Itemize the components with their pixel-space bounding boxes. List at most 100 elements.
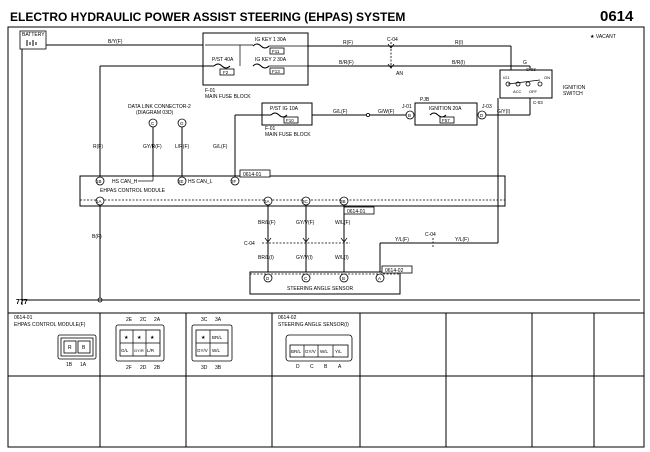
wire-bf-label: B(F) [92, 234, 102, 240]
ehpas-connector-2 [115, 324, 165, 362]
pjb-pin-b [405, 110, 415, 120]
conn2-top-pin-2e: 2E [126, 317, 133, 323]
ignition-switch-label1: IGNITION [563, 85, 586, 91]
sensor-pin-c [301, 273, 311, 283]
wire-gyi-label: G/Y(I) [497, 109, 511, 115]
ehpas-can-l: HS CAN_L [188, 179, 213, 185]
fuse-block-top-caption1: F-01 [205, 88, 216, 94]
sensor-ref-box [381, 265, 413, 274]
wire-ri-label: R(I) [455, 40, 464, 46]
ehpas-pin-2f [230, 176, 240, 186]
fuse-pst-label: P/ST 40A [212, 57, 234, 63]
page-title: ELECTRO HYDRAULIC POWER ASSIST STEERING … [10, 10, 405, 24]
svg-text:★: ★ [150, 335, 155, 341]
vacant-note: ★ VACANT [590, 34, 616, 40]
panel1-title: EHPAS CONTROL MODULE(F) [14, 322, 86, 328]
svg-text:Y/L: Y/L [335, 349, 342, 354]
wire-rf-label: R(F) [343, 40, 353, 46]
svg-text:B: B [342, 276, 345, 281]
panel1-ref: 0614-01 [14, 315, 33, 321]
svg-text:★: ★ [124, 335, 129, 341]
svg-text:D: D [266, 276, 270, 281]
ehpas-pin-1b [95, 176, 105, 186]
wire-brlf-label: BR/L(F) [258, 220, 276, 226]
fuse-pst-icon [213, 63, 231, 69]
wire-brf-label: B/R(F) [339, 60, 354, 66]
conn3-top-pin-3a: 3A [215, 317, 222, 323]
svg-text:W/L: W/L [212, 348, 220, 353]
ignition-pin-g: G [523, 60, 527, 66]
fuse-ig2-code-box [269, 67, 285, 75]
battery-icon [26, 40, 37, 46]
fuse-ig2-code: F13 [272, 69, 280, 74]
svg-text:GY/R: GY/R [134, 348, 144, 353]
pjb-fuse-code-box [439, 116, 455, 124]
fuse-block-mid-caption1: F-01 [265, 126, 276, 132]
connector-c03b-label: C-03 [533, 100, 543, 105]
svg-text:BR/L: BR/L [291, 349, 302, 354]
wire-glf-label: G/L(F) [333, 109, 348, 115]
conn2-bottom-pin-2b: 2B [154, 365, 161, 371]
pjb-fuse-label: IGNITION 20A [429, 106, 462, 112]
ignition-pin-ig1: IG1 [503, 75, 510, 80]
ehpas-can-h: HS CAN_H [112, 179, 138, 185]
data-link-label1: DATA LINK CONNECTOR-2 [128, 104, 191, 110]
fuse-ig1-label: IG KEY 1 30A [255, 37, 287, 43]
sensor-connector [285, 334, 353, 362]
conn1-pin-1a: 1A [80, 362, 87, 368]
connector-c03a-label: C-03 [526, 67, 536, 72]
svg-text:D: D [296, 364, 300, 370]
ignition-switch-label2: SWITCH [563, 91, 583, 97]
ehpas-ref: 0614-01 [243, 172, 262, 178]
pjb-label: PJB [420, 97, 430, 103]
battery-label: BATTERY [22, 32, 45, 38]
svg-text:L/R: L/R [147, 348, 155, 353]
wire-gwf-label: G/W(F) [378, 109, 395, 115]
page-number: 0614 [600, 8, 634, 25]
svg-text:3C: 3C [302, 199, 309, 204]
sensor-label: STEERING ANGLE SENSOR [287, 286, 354, 292]
ignition-pin-acc: ACC [513, 89, 522, 94]
connector-an-label: AN [396, 71, 403, 77]
ehpas-module-label: EHPAS CONTROL MODULE [100, 188, 166, 194]
svg-text:3A: 3A [264, 199, 270, 204]
svg-text:2E: 2E [178, 179, 184, 184]
pjb-fuse-code: F57 [442, 118, 450, 123]
svg-text:C: C [310, 364, 314, 370]
sensor-pin-a [375, 273, 385, 283]
wire-bri-label: B/R(I) [452, 60, 465, 66]
svg-text:B: B [408, 113, 411, 118]
fuse-ig2-icon [252, 63, 270, 69]
conn2-top-pin-2a: 2A [154, 317, 161, 323]
conn2-bottom-pin-2d: 2D [140, 365, 147, 371]
diagram-border [7, 26, 645, 448]
wire-gyvi-label: GY/V(I) [296, 255, 313, 261]
wire-byf-label: B/Y(F) [108, 39, 123, 45]
svg-text:A: A [338, 364, 342, 370]
steering-angle-sensor [249, 271, 401, 295]
conn3-bottom-pin-3d: 3D [201, 365, 208, 371]
svg-text:C: C [151, 121, 155, 126]
fuse-ig1-code: F11 [272, 49, 280, 54]
panel2-title: STEERING ANGLE SENSOR(I) [278, 322, 349, 328]
ground-symbol: 777 [16, 299, 28, 306]
conn1-cell-r: R [68, 345, 72, 351]
fuse-block-top-caption2: MAIN FUSE BLOCK [205, 94, 251, 100]
connector-j03-label: J-03 [482, 104, 492, 110]
ehpas-ref-box [239, 169, 271, 178]
svg-text:★: ★ [137, 335, 142, 341]
svg-text:GY/V: GY/V [305, 349, 316, 354]
connector-c04-right-label: C-04 [425, 232, 436, 238]
ehpas-pin-2e [177, 176, 187, 186]
svg-text:W/L: W/L [320, 349, 328, 354]
fuse-ig2-label: IG KEY 2 30A [255, 57, 287, 63]
svg-text:A: A [378, 276, 381, 281]
data-link-label2: (DIAGRAM 03D) [136, 110, 174, 116]
wire-ylf2-label: Y/L(F) [395, 237, 409, 243]
connector-c04-mid-label: C-04 [244, 241, 255, 247]
fuse-pstig-label: P/ST IG 10A [270, 106, 299, 112]
ignition-pin-on: ON [544, 75, 550, 80]
svg-text:G: G [180, 121, 184, 126]
ignition-pin-off: OFF [529, 89, 538, 94]
